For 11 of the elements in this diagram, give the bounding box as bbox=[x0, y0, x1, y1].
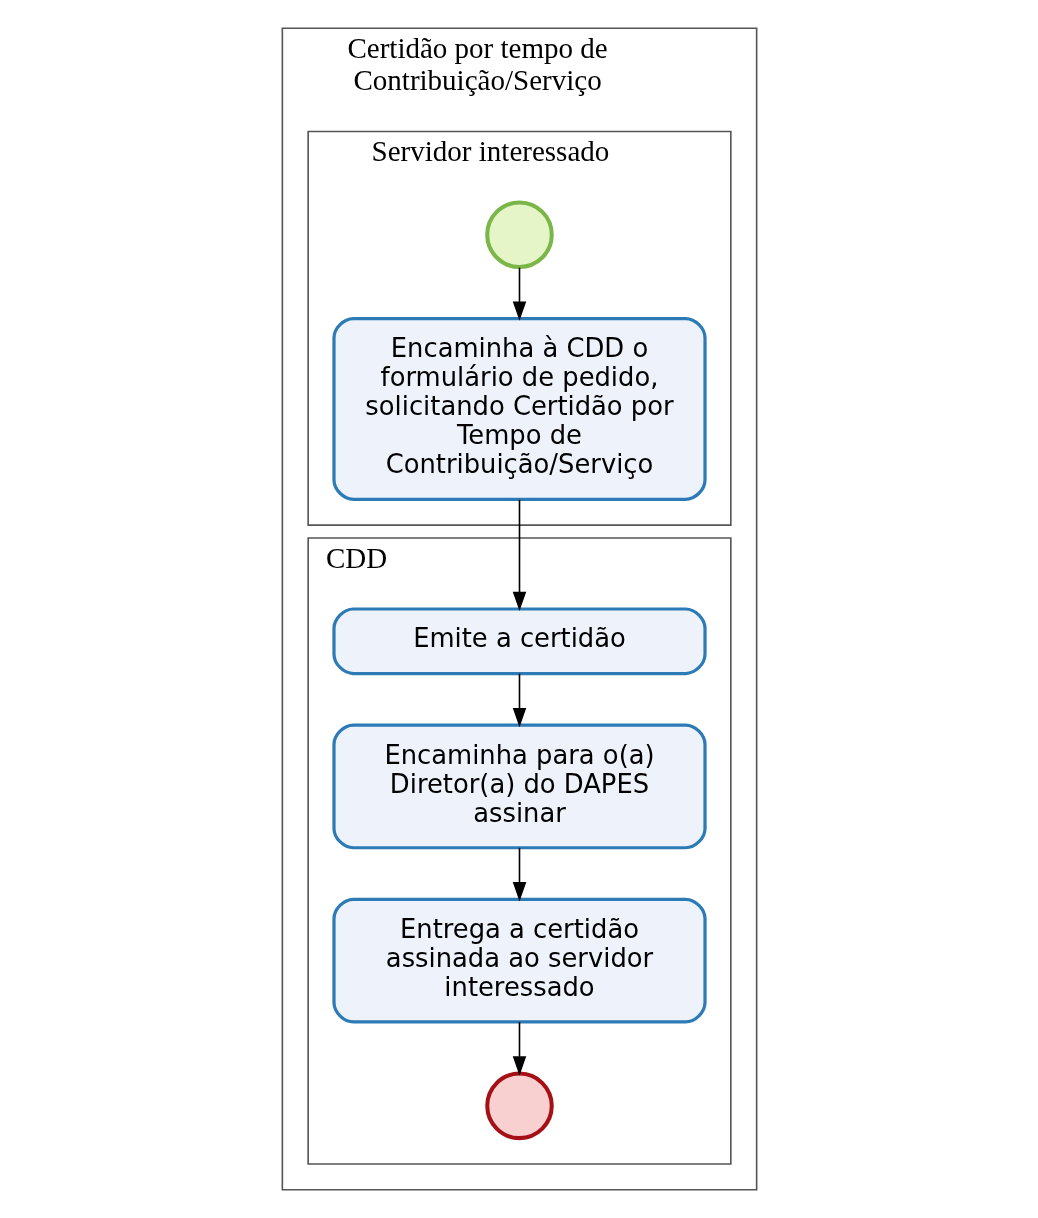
arrow bbox=[512, 266, 526, 321]
arrow bbox=[512, 847, 526, 902]
node-box: Encaminha à CDD o formulário de pedido, solicitando Certidão por Tempo de Contribuição/Serviço bbox=[331, 317, 707, 501]
node-box: Encaminha para o(a) Diretor(a) do DAPES assinar bbox=[331, 723, 707, 850]
node-box: Entrega a certidão assinada ao servidor interessado bbox=[331, 897, 707, 1024]
node-circle bbox=[484, 200, 554, 269]
arrow bbox=[512, 499, 526, 612]
node-box: Emite a certidão bbox=[331, 607, 707, 676]
arrow bbox=[512, 672, 526, 728]
arrow bbox=[512, 1021, 526, 1076]
node-circle bbox=[484, 1071, 554, 1141]
